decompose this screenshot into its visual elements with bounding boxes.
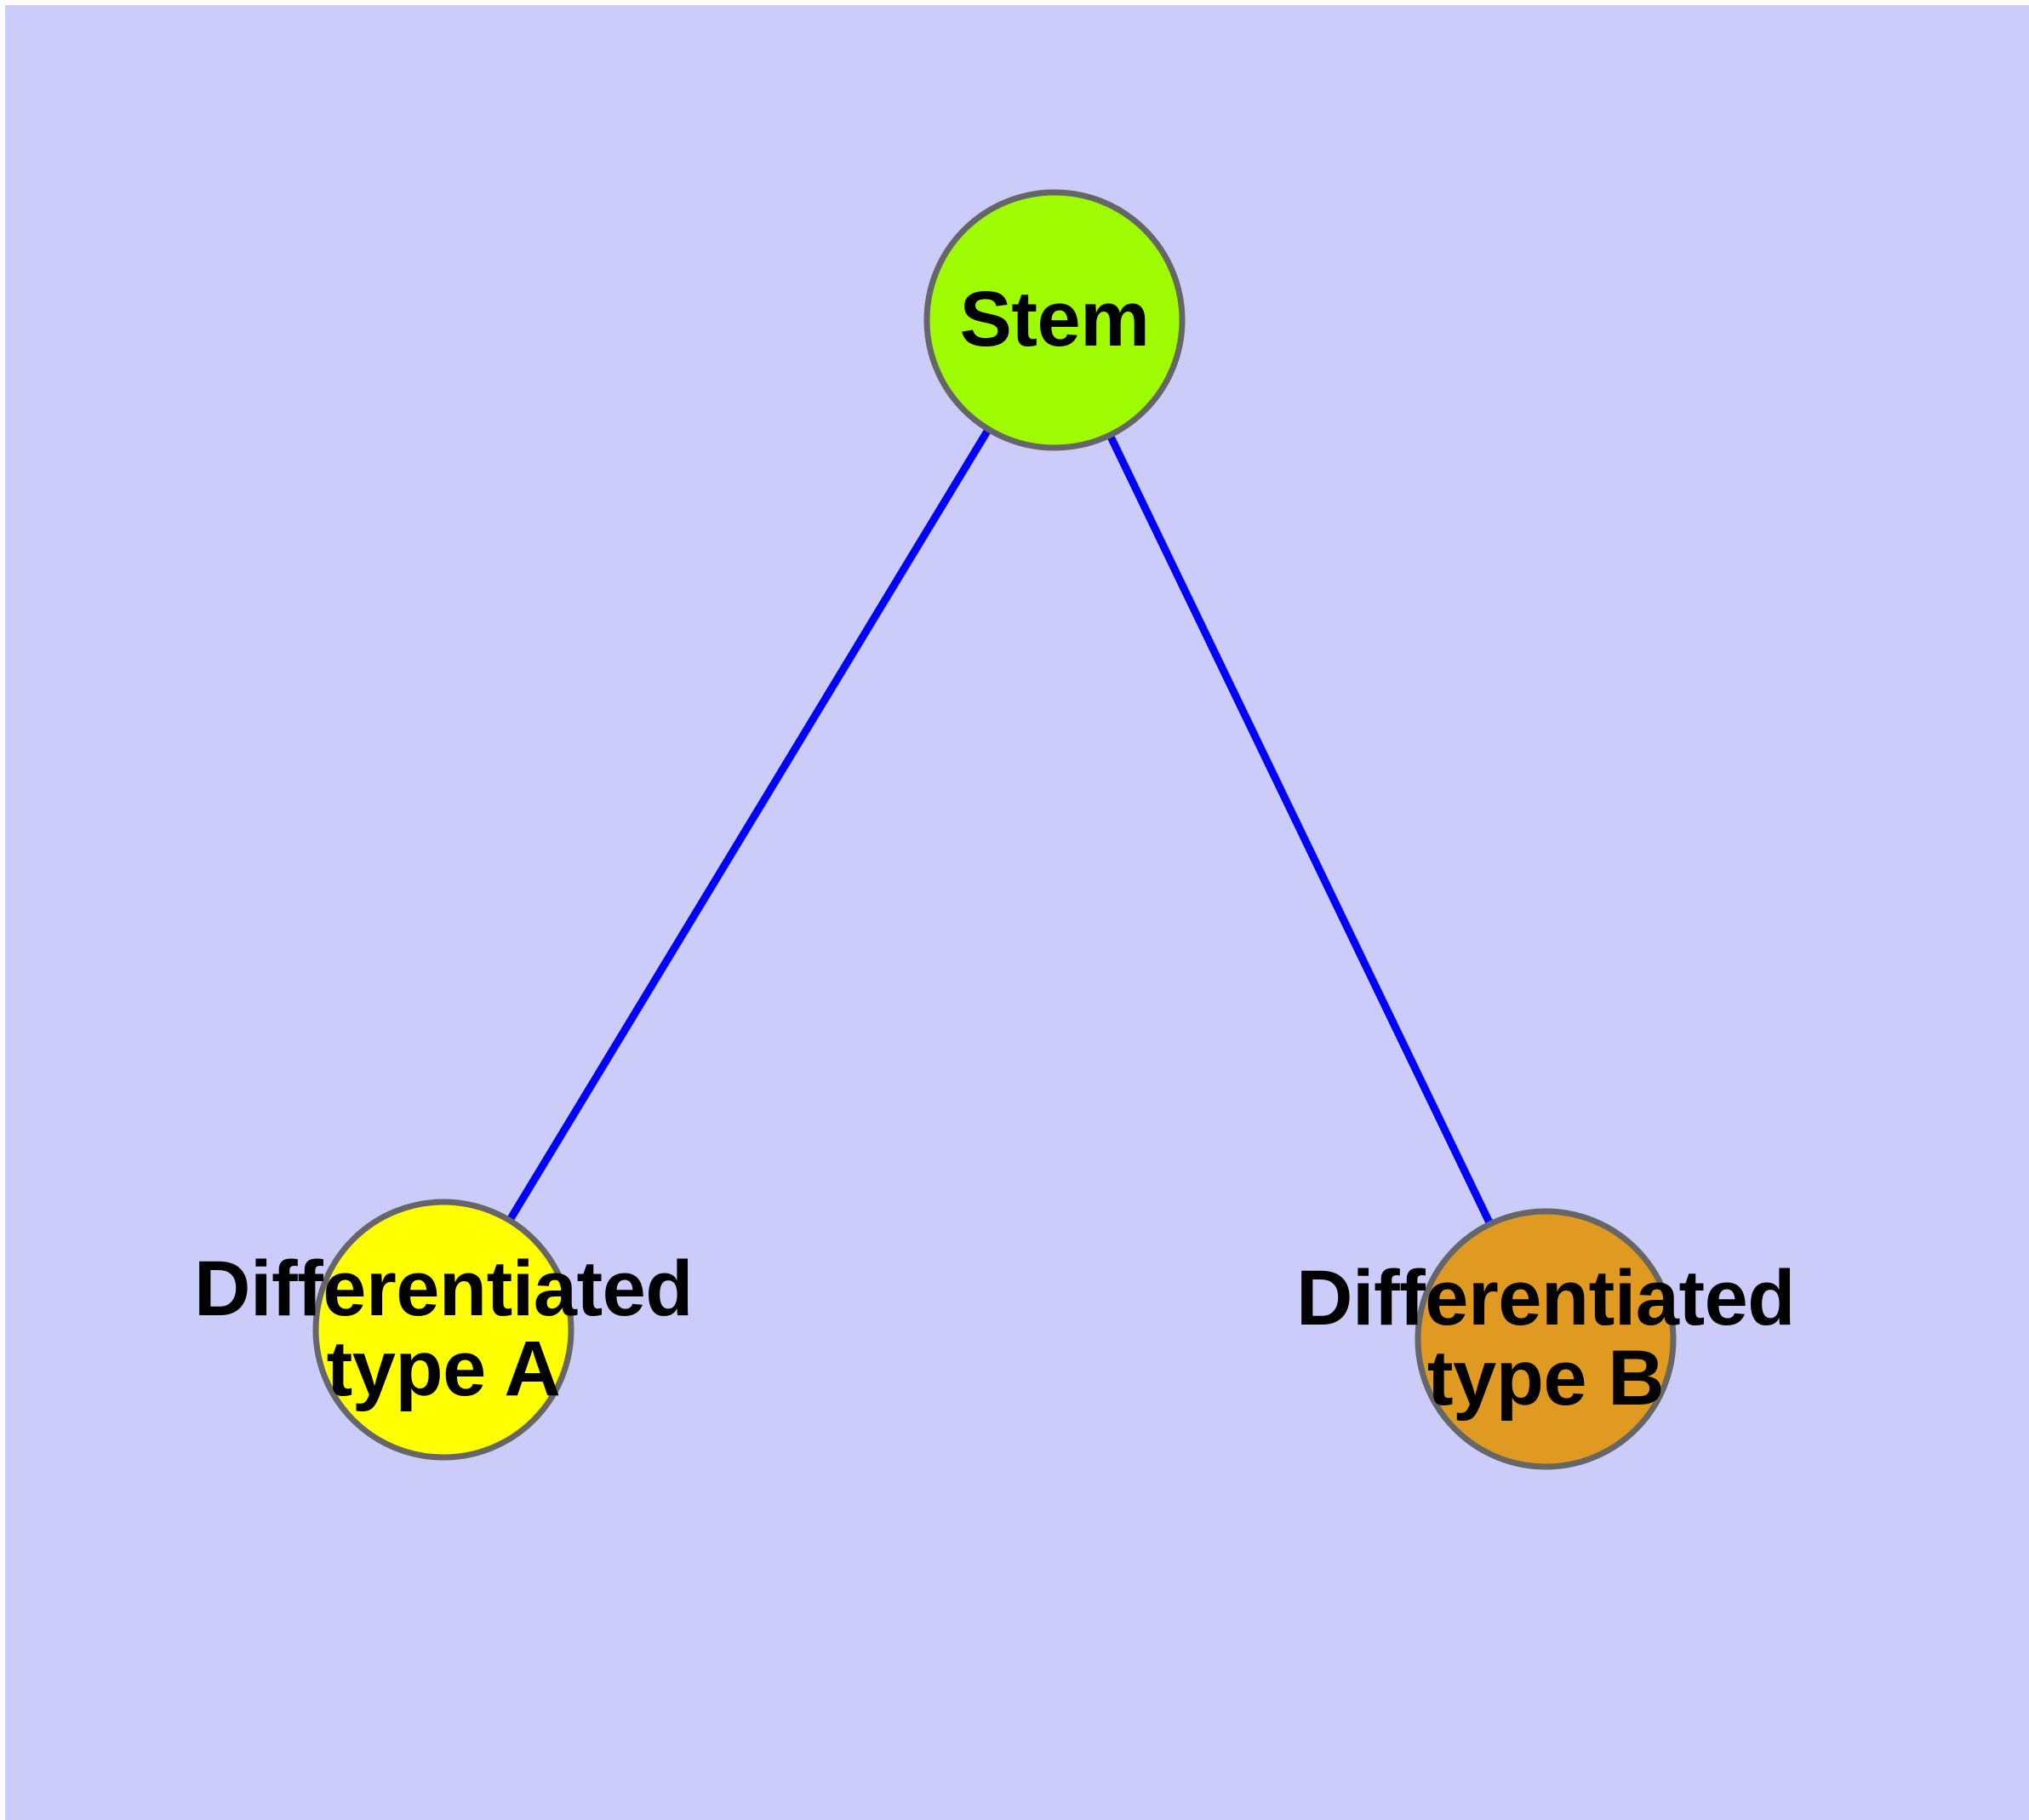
graph-edge-stem-to-diff-a <box>440 318 1058 1332</box>
edges-layer <box>440 318 1550 1341</box>
nodes-layer <box>312 189 1677 1470</box>
graph-node-diff_b[interactable] <box>1415 1208 1677 1470</box>
graph-node-diff_a[interactable] <box>312 1199 574 1461</box>
graph-node-stem[interactable] <box>923 189 1186 451</box>
graph-edge-stem-to-diff-b <box>1050 318 1550 1341</box>
